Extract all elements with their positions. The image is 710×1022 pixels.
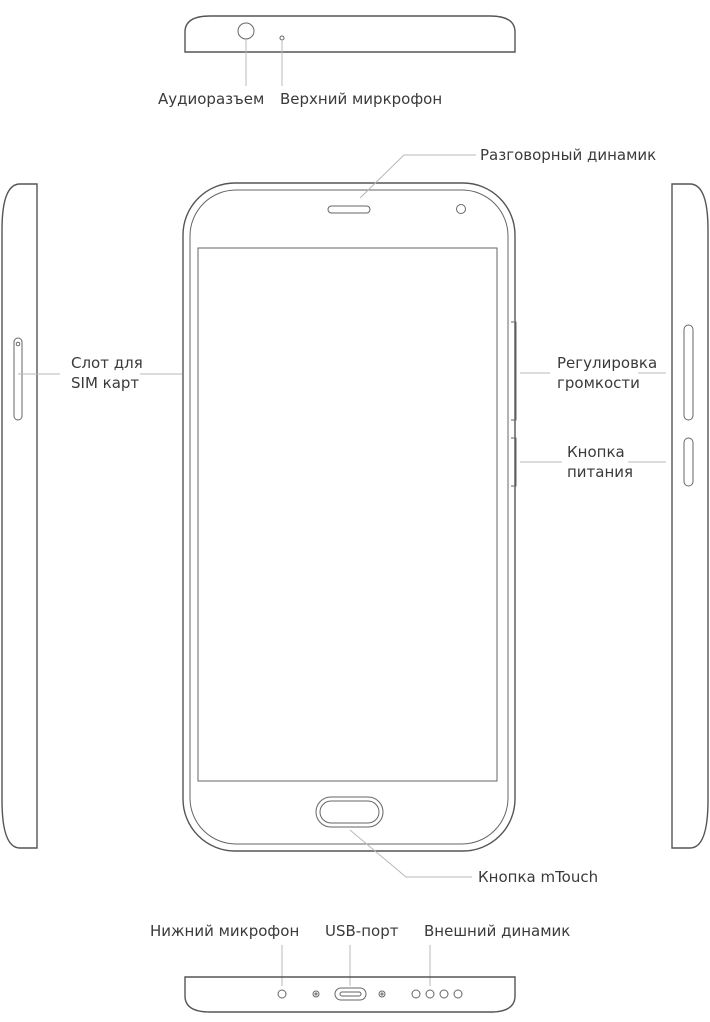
front-view: Разговорный динамик Кнопка mTouch xyxy=(182,146,656,886)
usb-port-inner xyxy=(339,991,362,997)
top-edge-view: Аудиоразъем Верхний миркрофон xyxy=(158,15,516,108)
mtouch-button-inner xyxy=(319,800,380,824)
volume-button-icon xyxy=(683,324,694,421)
earpiece-label: Разговорный динамик xyxy=(480,146,656,164)
screw-left-icon xyxy=(312,990,320,998)
screw-right-icon xyxy=(378,990,386,998)
earpiece-leader xyxy=(359,154,476,199)
speaker-label: Внешний динамик xyxy=(424,922,570,940)
power-label-line2: питания xyxy=(567,463,633,481)
speaker-hole-icon xyxy=(453,989,463,999)
sim-eject-hole-icon xyxy=(15,341,21,347)
front-camera-icon xyxy=(456,204,466,214)
phone-body xyxy=(182,182,516,852)
phone-screen xyxy=(197,247,498,782)
bottom-edge-view: Нижний микрофон USB-порт Внешний динамик xyxy=(150,922,570,1013)
speaker-hole-icon xyxy=(411,989,421,999)
phone-bezel xyxy=(189,189,509,845)
speaker-hole-icon xyxy=(425,989,435,999)
bottom-mic-label: Нижний микрофон xyxy=(150,922,299,940)
audio-jack-label: Аудиоразъем xyxy=(158,90,264,108)
volume-button-side xyxy=(511,321,517,421)
speaker-hole-icon xyxy=(439,989,449,999)
usb-port-icon xyxy=(334,987,367,1001)
power-label-line1: Кнопка xyxy=(567,443,625,461)
power-button-side xyxy=(511,437,517,487)
bottom-mic-icon xyxy=(277,989,287,999)
sim-tray-icon xyxy=(13,337,23,421)
top-mic-label: Верхний миркрофон xyxy=(280,90,442,108)
mtouch-leader xyxy=(349,829,472,878)
earpiece-icon xyxy=(327,205,371,214)
usb-port-label: USB-порт xyxy=(325,922,399,940)
bottom-edge-body xyxy=(184,976,516,1013)
screw-right-inner xyxy=(380,992,384,996)
sim-slot-label-line2: SIM карт xyxy=(71,374,139,392)
right-side-body xyxy=(671,183,709,849)
volume-label-line2: громкости xyxy=(557,374,640,392)
mtouch-button-icon xyxy=(315,796,384,828)
left-side-body xyxy=(1,183,38,849)
power-button-icon xyxy=(683,437,694,487)
audio-jack-icon xyxy=(237,22,255,40)
mtouch-label: Кнопка mTouch xyxy=(478,868,598,886)
right-side-view: Регулировка громкости Кнопка питания xyxy=(520,183,709,849)
top-mic-icon xyxy=(279,35,285,41)
left-side-view: Слот для SIM карт xyxy=(1,183,182,849)
screw-left-inner xyxy=(314,992,318,996)
top-edge-body xyxy=(184,15,516,53)
volume-label-line1: Регулировка xyxy=(557,354,657,372)
sim-slot-label-line1: Слот для xyxy=(71,354,143,372)
